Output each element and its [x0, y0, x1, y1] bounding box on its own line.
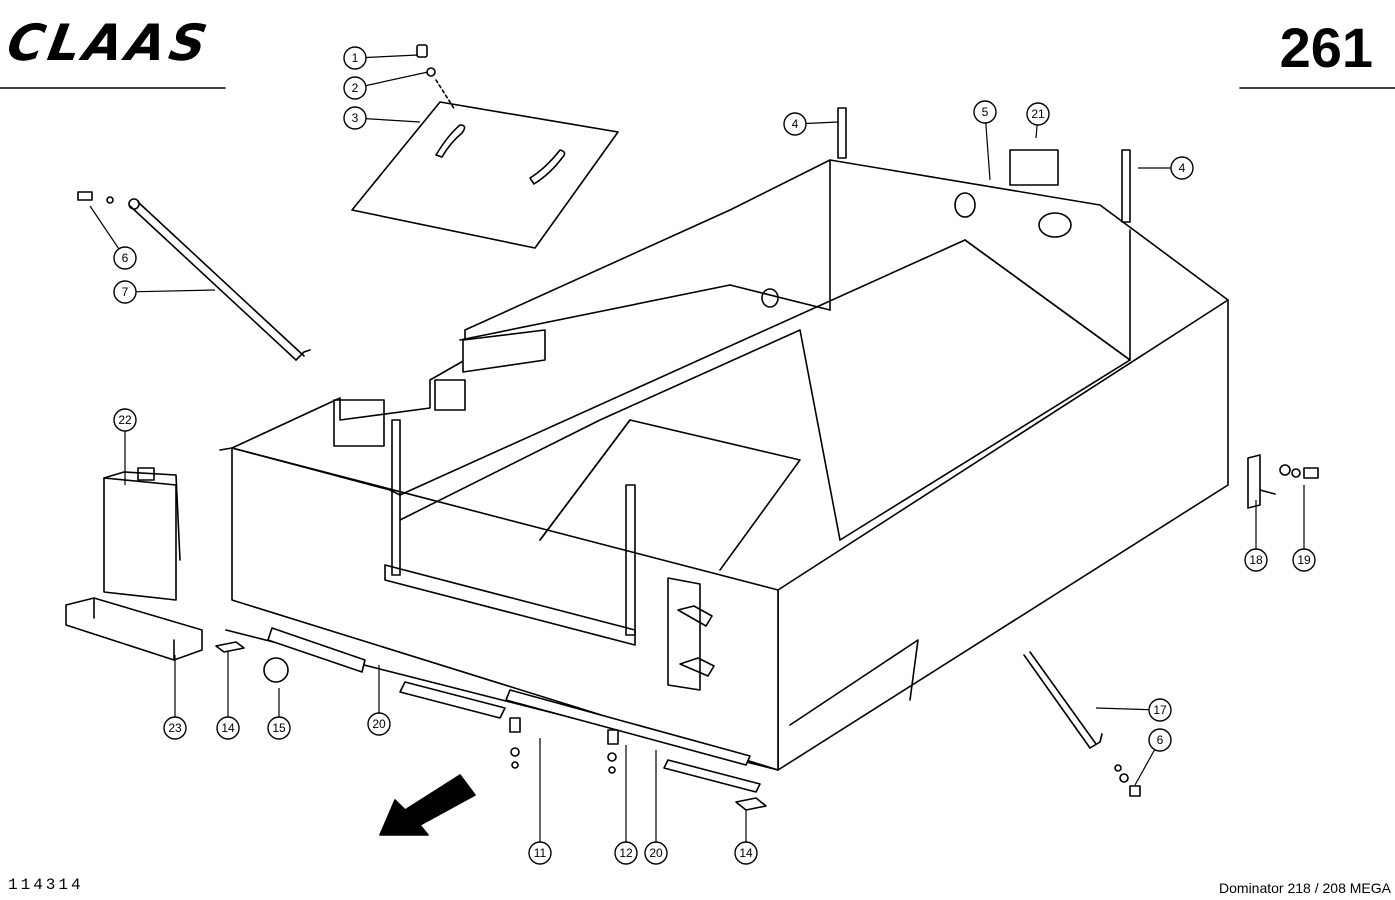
top-plate: [1009, 149, 1059, 186]
bottom-bolts: [509, 717, 619, 774]
callout-number: 20: [372, 717, 386, 731]
callout-number: 6: [1157, 733, 1164, 747]
callout-14: 14: [734, 810, 758, 865]
doc-number: 114314: [8, 876, 84, 894]
page-number: 261: [1279, 16, 1373, 79]
shim-right: [735, 797, 767, 811]
grain-tank-body: [219, 159, 1229, 771]
callout-circle: [113, 246, 137, 270]
callout-number: 4: [792, 117, 799, 131]
callout-number: 11: [534, 846, 547, 860]
callout-number: 7: [122, 285, 129, 299]
callout-circle: [783, 112, 807, 136]
callout-19: 19: [1292, 485, 1316, 572]
model-label: Dominator 218 / 208 MEGA: [1219, 880, 1391, 896]
callout-14: 14: [216, 652, 240, 740]
callout-circle: [734, 841, 758, 865]
callout-number: 19: [1297, 553, 1311, 567]
callout-circle: [528, 841, 552, 865]
callout-number: 3: [352, 111, 359, 125]
callout-circle: [1148, 728, 1172, 752]
callout-number: 4: [1179, 161, 1186, 175]
callout-1: 1: [343, 46, 419, 70]
callout-number: 2: [352, 81, 359, 95]
callout-2: 2: [343, 71, 429, 100]
callout-number: 17: [1153, 703, 1167, 717]
callout-number: 15: [272, 721, 286, 735]
callout-number: 22: [118, 413, 132, 427]
callout-number: 5: [982, 105, 989, 119]
callout-6: 6: [89, 205, 137, 270]
callout-leader: [354, 71, 429, 89]
callout-circle: [1170, 156, 1194, 180]
corner-posts: [837, 107, 1131, 223]
callout-17: 17: [1095, 698, 1172, 722]
seal-strips: [267, 627, 761, 793]
callout-number: 20: [649, 846, 663, 860]
rear-bracket: [1247, 454, 1319, 509]
callout-21: 21: [1026, 102, 1050, 139]
callout-4: 4: [1138, 156, 1194, 180]
callout-circle: [343, 46, 367, 70]
bolt-washer-top: [416, 44, 456, 111]
callout-number: 6: [122, 251, 129, 265]
callout-11: 11: [528, 738, 552, 865]
callout-number: 1: [352, 51, 359, 65]
callout-circle: [367, 712, 391, 736]
callout-4: 4: [783, 112, 839, 136]
callout-circle: [1026, 102, 1050, 126]
callout-circle: [1292, 548, 1316, 572]
callout-23: 23: [163, 655, 187, 740]
bottom-deflector: [789, 639, 919, 726]
callout-circle: [614, 841, 638, 865]
callout-number: 14: [739, 846, 753, 860]
callout-number: 23: [168, 721, 182, 735]
callout-circle: [644, 841, 668, 865]
lower-strut: [1023, 651, 1141, 797]
callout-number: 12: [619, 846, 633, 860]
callout-12: 12: [614, 745, 638, 865]
callout-number: 14: [221, 721, 235, 735]
callout-number: 18: [1249, 553, 1263, 567]
callout-circle: [343, 76, 367, 100]
callout-22: 22: [113, 408, 137, 485]
callout-7: 7: [113, 280, 216, 304]
callout-circle: [267, 716, 291, 740]
callout-20: 20: [644, 750, 668, 865]
shim-left: [215, 641, 245, 653]
callout-circle: [163, 716, 187, 740]
side-bracket: [103, 467, 181, 601]
cover-plate: [351, 101, 619, 249]
callout-6: 6: [1134, 728, 1172, 786]
callout-circle: [113, 408, 137, 432]
callout-circle: [216, 716, 240, 740]
callout-15: 15: [267, 688, 291, 740]
callout-18: 18: [1244, 500, 1268, 572]
callout-circle: [113, 280, 137, 304]
mount-beam: [65, 597, 203, 661]
callout-circle: [343, 106, 367, 130]
callout-5: 5: [973, 100, 997, 181]
support-strut: [77, 191, 311, 361]
callout-circle: [1148, 698, 1172, 722]
callout-leader: [124, 289, 216, 293]
direction-arrow-icon: [379, 774, 476, 836]
callout-number: 21: [1031, 107, 1045, 121]
callout-20: 20: [367, 665, 391, 736]
callout-circle: [973, 100, 997, 124]
callout-circle: [1244, 548, 1268, 572]
clamp-ring: [263, 657, 289, 683]
callout-3: 3: [343, 106, 421, 130]
